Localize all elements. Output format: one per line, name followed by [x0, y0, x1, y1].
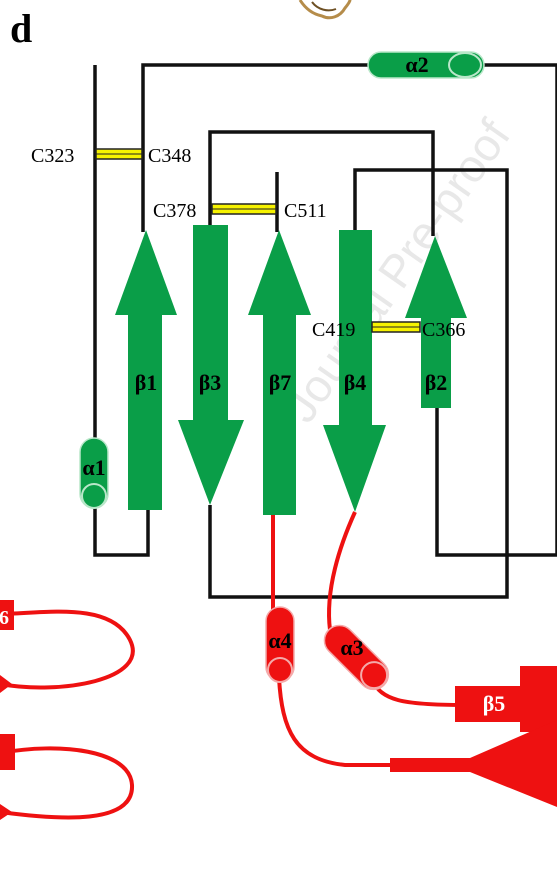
helix-alpha4-end: [267, 657, 293, 683]
helix-alpha2: α2: [367, 51, 485, 79]
helix-alpha1: α1: [79, 437, 109, 509]
red-loop-left-lower: [0, 746, 135, 820]
loop-alpha2-to-beta2: [435, 63, 557, 557]
cys-label-c419: C419: [312, 319, 355, 341]
beta-strands: [115, 225, 467, 515]
strand-label-beta7: β7: [269, 370, 292, 395]
panel-label: d: [10, 6, 32, 51]
protein-structure-fragment: [298, 0, 352, 20]
helix-alpha1-label: α1: [82, 455, 105, 480]
strand-red-lower-arrow: [390, 720, 557, 807]
cys-label-c378: C378: [153, 200, 196, 222]
helix-alpha2-label: α2: [405, 52, 428, 77]
strand-beta7: [248, 230, 311, 515]
disulfide-c378-c511: [211, 203, 277, 215]
helix-alpha1-end: [81, 483, 107, 509]
strand-beta2: [405, 236, 467, 408]
red-loop-left-upper: [0, 609, 135, 690]
helix-alpha3: [323, 624, 390, 691]
strand-red-left-upper: [0, 600, 14, 630]
watermark-text: Journal Pre-proof: [274, 110, 521, 431]
strand-label-beta5: β5: [483, 691, 506, 716]
disulfide-c419-c366: [371, 321, 421, 333]
red-strand-arrows: [0, 600, 557, 820]
cys-label-c366: C366: [422, 319, 465, 341]
strand-red-left-lower: [0, 734, 15, 770]
strand-beta5: [455, 666, 557, 732]
helix-alpha3-label: α3: [340, 635, 363, 660]
strand-red-left-upper-tip: [0, 675, 12, 693]
disulfide-c323-c348: [95, 148, 143, 160]
strand-beta3: [178, 225, 244, 505]
cys-label-c348: C348: [148, 145, 191, 167]
cys-label-c511: C511: [284, 200, 327, 222]
helix-alpha4-label: α4: [268, 628, 291, 653]
strand-beta4: [323, 230, 386, 512]
strand-label-beta3: β3: [199, 370, 222, 395]
strand-beta1: [115, 230, 177, 510]
loop-beta1-to-alpha2: [141, 63, 372, 232]
red-loop-alpha4-to-arrow: [277, 677, 400, 767]
strand-label-beta1: β1: [135, 370, 158, 395]
red-loop-beta4-to-alpha3: [327, 511, 357, 631]
strand-label-beta4: β4: [344, 370, 367, 395]
cys-label-c323: C323: [31, 145, 74, 167]
helix-alpha2-end: [448, 52, 482, 78]
loop-beta3-to-beta4: [208, 168, 509, 599]
disulfide-bonds: [95, 148, 421, 333]
helix-alpha3-end: [360, 661, 389, 690]
strand-label-beta2: β2: [425, 370, 448, 395]
loop-alpha1-to-beta1: [93, 508, 150, 557]
helix-alpha4: α4: [265, 606, 295, 683]
loop-beta2-to-beta3: [208, 130, 435, 236]
strand-red-left-lower-tip: [0, 804, 12, 820]
loop-connections: [93, 63, 557, 599]
protein-structure-fragment-shadow: [311, 1, 337, 12]
strand-label-left-partial: 6: [0, 607, 9, 629]
